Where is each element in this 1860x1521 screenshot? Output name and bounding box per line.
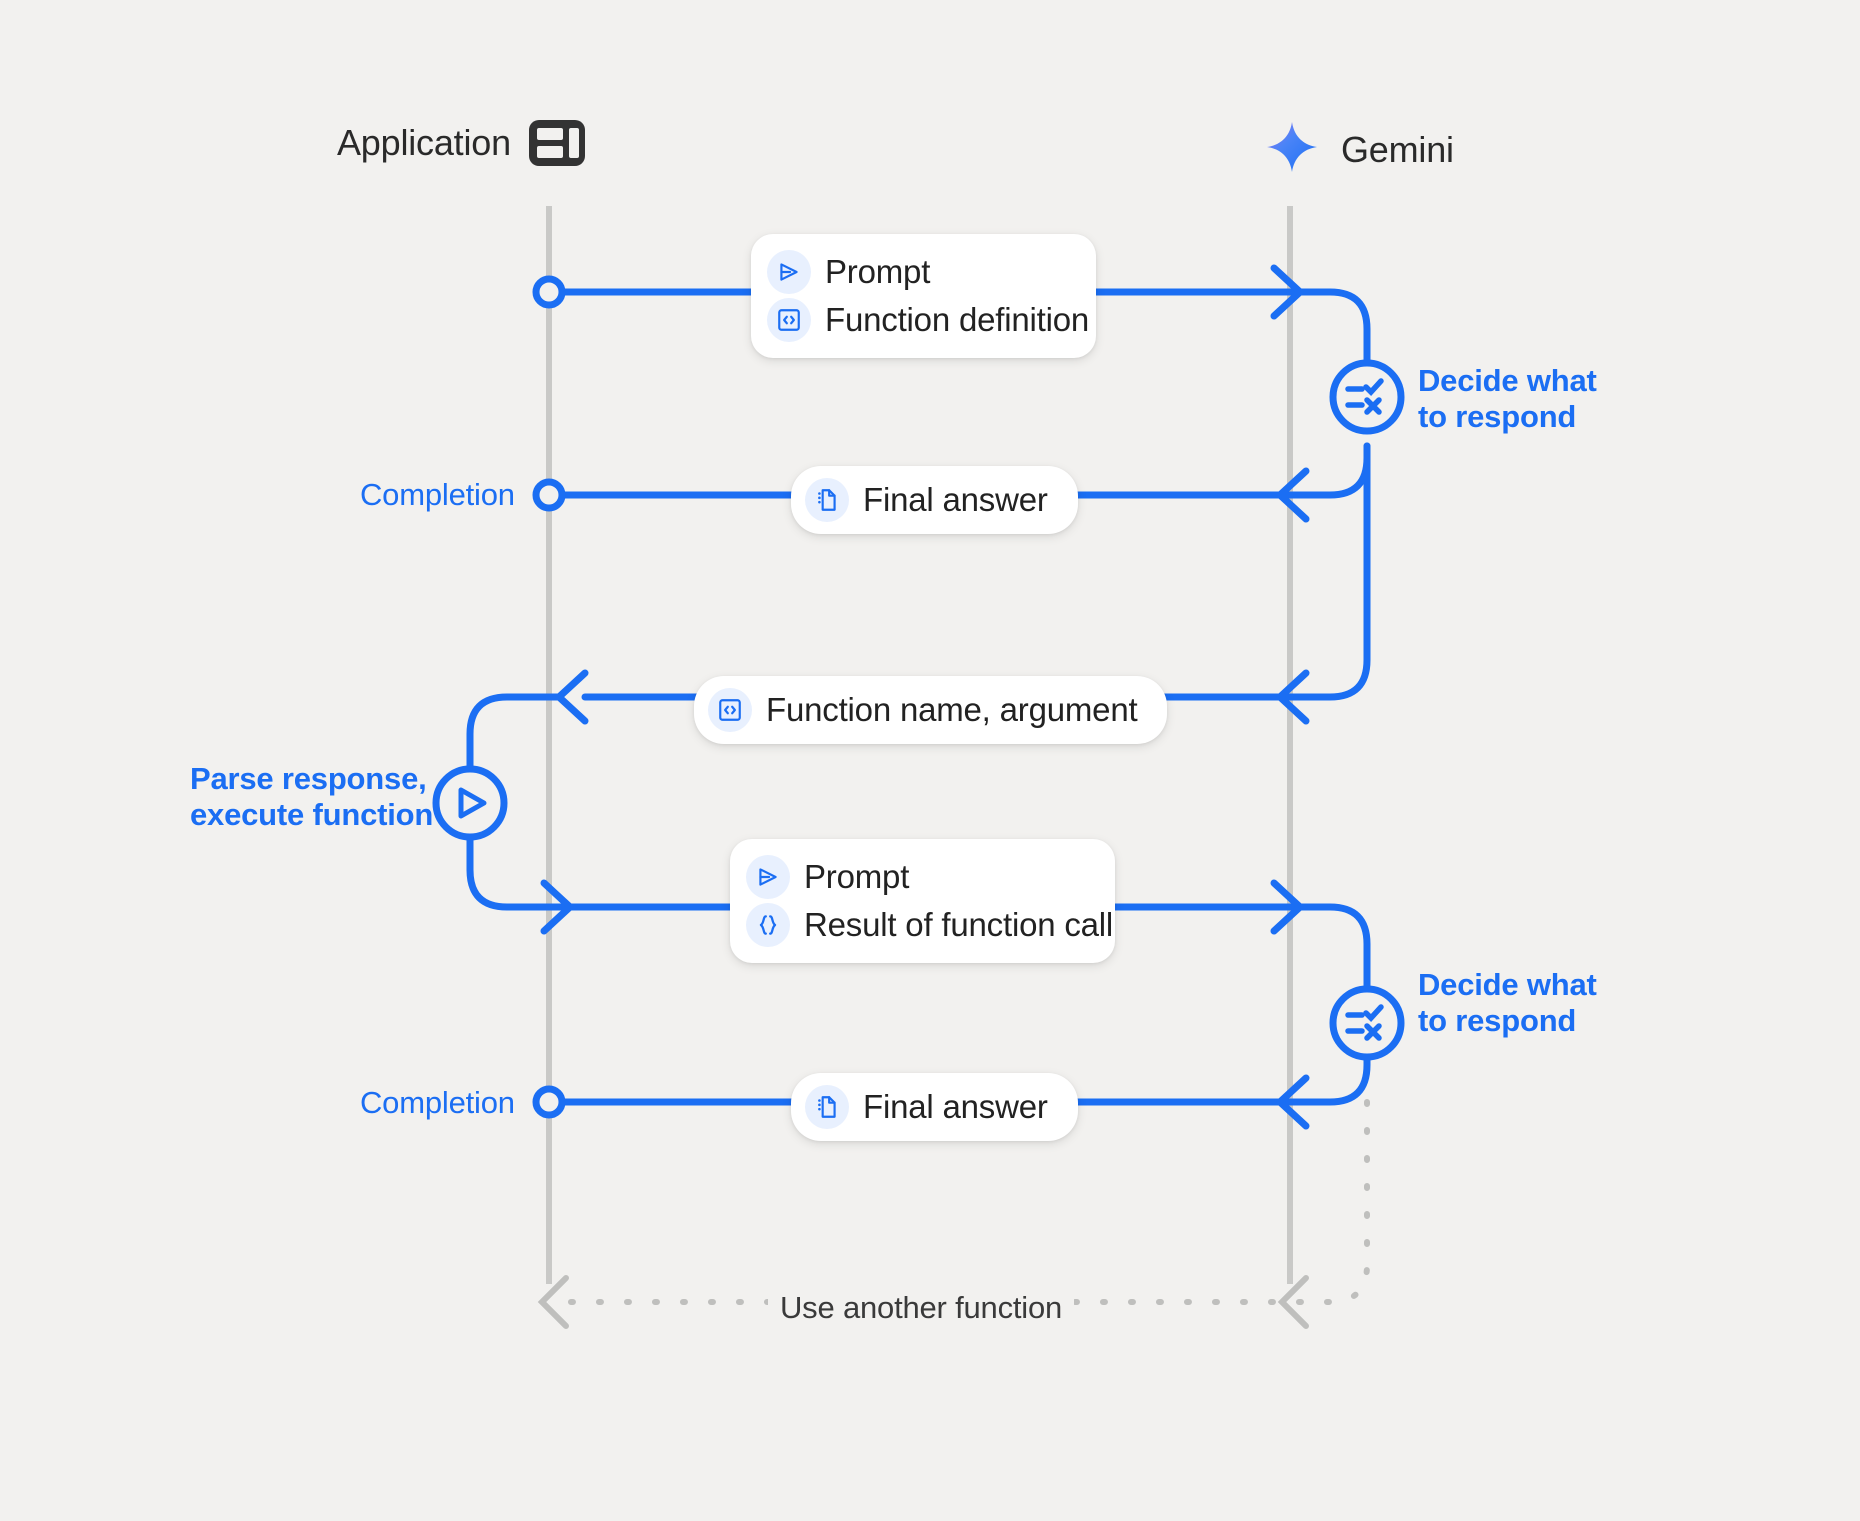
arrowhead-prompt-1 [1270, 264, 1304, 320]
card-row: Function name, argument [708, 686, 1138, 734]
card-row: Final answer [805, 476, 1048, 524]
card-row-label: Final answer [863, 1088, 1048, 1125]
branch-gemini-to-functioncall [1286, 442, 1371, 701]
card-row-label: Function definition [825, 301, 1090, 338]
message-card-final-answer-1[interactable]: Final answer [791, 466, 1078, 534]
arrowhead-prompt-2-at-gemini [1270, 879, 1304, 935]
actor-gemini: Gemini [1265, 120, 1454, 179]
message-card-prompt-2[interactable]: Prompt Result of function call [730, 839, 1115, 963]
branch-gemini-to-final-2 [1286, 1052, 1371, 1106]
node-completion-2 [532, 1085, 566, 1119]
actor-application-label: Application [337, 122, 511, 163]
actor-gemini-label: Gemini [1341, 128, 1454, 170]
card-row-label: Prompt [825, 253, 931, 290]
code-brackets-icon [767, 298, 811, 342]
send-triangle-icon [767, 250, 811, 294]
card-row-label: Prompt [804, 858, 910, 895]
node-start-prompt-1 [532, 275, 566, 309]
card-row-label: Function name, argument [766, 691, 1138, 728]
decide-node-1 [1329, 359, 1405, 435]
curly-braces-icon [746, 903, 790, 947]
play-triangle-icon [458, 787, 487, 819]
branch-app-parse-in [466, 693, 563, 772]
card-row: Final answer [805, 1083, 1048, 1131]
label-completion-2: Completion [360, 1085, 515, 1120]
message-card-prompt-1[interactable]: Prompt Function definition [751, 234, 1096, 358]
card-row: Prompt [746, 853, 1089, 901]
code-brackets-icon [708, 688, 752, 732]
arrowhead-prompt-2-at-app [540, 879, 574, 935]
actor-application: Application [337, 120, 585, 166]
label-completion-1: Completion [360, 477, 515, 512]
arrow-prompt-1-into-gemini [1286, 288, 1371, 384]
node-completion-1 [532, 478, 566, 512]
card-row: Function definition [767, 296, 1089, 344]
arrow-prompt-2-into-gemini [1286, 903, 1371, 994]
label-parse-execute: Parse response, execute function [190, 761, 434, 832]
arrowhead-final-1 [1276, 467, 1310, 523]
card-row-label: Result of function call [804, 906, 1114, 943]
label-use-another-function: Use another function [768, 1290, 1075, 1326]
document-icon [805, 478, 849, 522]
card-row-label: Final answer [863, 481, 1048, 518]
execute-node [432, 765, 508, 841]
gemini-spark-icon [1265, 120, 1319, 179]
arrowhead-functioncall-at-gemini [1276, 669, 1310, 725]
send-triangle-icon [746, 855, 790, 899]
label-decide-2: Decide what to respond [1418, 967, 1597, 1038]
arrowhead-functioncall-at-app [555, 669, 589, 725]
decide-list-check-x-icon [1345, 378, 1384, 415]
message-card-function-call[interactable]: Function name, argument [694, 676, 1168, 744]
lifeline-nodes [532, 275, 566, 1119]
card-row: Result of function call [746, 901, 1113, 949]
application-layout-icon [528, 120, 585, 166]
message-card-final-answer-2[interactable]: Final answer [791, 1073, 1078, 1141]
arrowhead-final-2 [1276, 1074, 1310, 1130]
card-row: Prompt [767, 248, 1070, 296]
label-decide-1: Decide what to respond [1418, 363, 1597, 434]
decide-list-check-x-icon [1345, 1004, 1384, 1041]
branch-app-parse-out [466, 834, 544, 911]
branch-gemini-to-final-1 [1286, 442, 1371, 499]
document-icon [805, 1085, 849, 1129]
decide-node-2 [1329, 985, 1405, 1061]
